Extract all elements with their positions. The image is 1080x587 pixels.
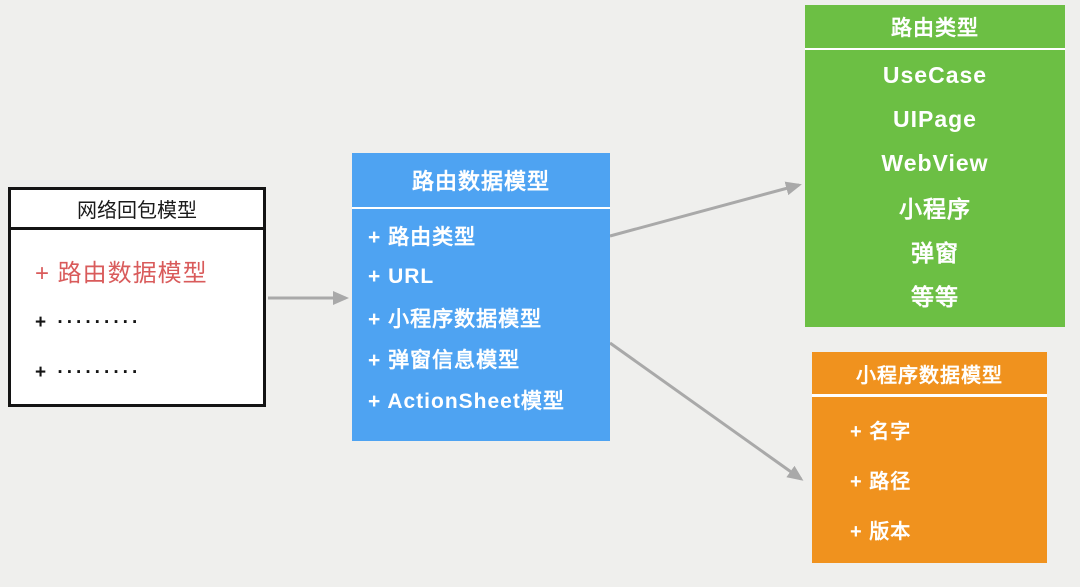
- field-name: + 名字: [850, 420, 912, 443]
- value-uipage: UIPage: [893, 105, 977, 132]
- value-usecase: UseCase: [882, 61, 988, 88]
- route-data-model-body: + 路由类型 + URL + 小程序数据模型 + 弹窗信息模型 + Action…: [352, 209, 610, 420]
- network-response-model-body: + 路由数据模型 + ········· + ·········: [11, 230, 263, 398]
- network-response-model-title: 网络回包模型: [11, 190, 263, 230]
- route-type-box: 路由类型 UseCase UIPage WebView 小程序 弹窗 等等: [805, 5, 1065, 327]
- value-miniprogram: 小程序: [899, 196, 971, 222]
- field-ellipsis-1: + ·········: [35, 312, 142, 333]
- field-ellipsis-2: + ·········: [35, 362, 142, 383]
- route-type-title: 路由类型: [805, 5, 1065, 50]
- route-type-body: UseCase UIPage WebView 小程序 弹窗 等等: [805, 50, 1065, 317]
- route-data-model-title: 路由数据模型: [352, 153, 610, 209]
- network-response-model-box: 网络回包模型 + 路由数据模型 + ········· + ·········: [8, 187, 266, 407]
- value-etc: 等等: [911, 284, 959, 310]
- route-data-model-box: 路由数据模型 + 路由类型 + URL + 小程序数据模型 + 弹窗信息模型 +…: [352, 153, 610, 441]
- miniprogram-data-model-body: + 名字 + 路径 + 版本: [812, 397, 1047, 554]
- miniprogram-data-model-title: 小程序数据模型: [812, 352, 1047, 397]
- field-route-data-model-ref: + 路由数据模型: [35, 259, 208, 287]
- field-miniprogram-data-model: + 小程序数据模型: [368, 307, 543, 331]
- field-actionsheet-model: + ActionSheet模型: [368, 389, 565, 413]
- arrow-route-data-to-miniprogram: [609, 341, 804, 481]
- value-popup: 弹窗: [911, 240, 959, 266]
- field-popup-info-model: + 弹窗信息模型: [368, 348, 521, 372]
- field-route-type: + 路由类型: [368, 225, 477, 249]
- field-version: + 版本: [850, 520, 912, 543]
- field-path: + 路径: [850, 470, 912, 493]
- miniprogram-data-model-box: 小程序数据模型 + 名字 + 路径 + 版本: [812, 352, 1047, 563]
- arrow-route-data-to-route-type: [609, 181, 802, 238]
- field-url: + URL: [368, 264, 435, 288]
- value-webview: WebView: [881, 149, 989, 176]
